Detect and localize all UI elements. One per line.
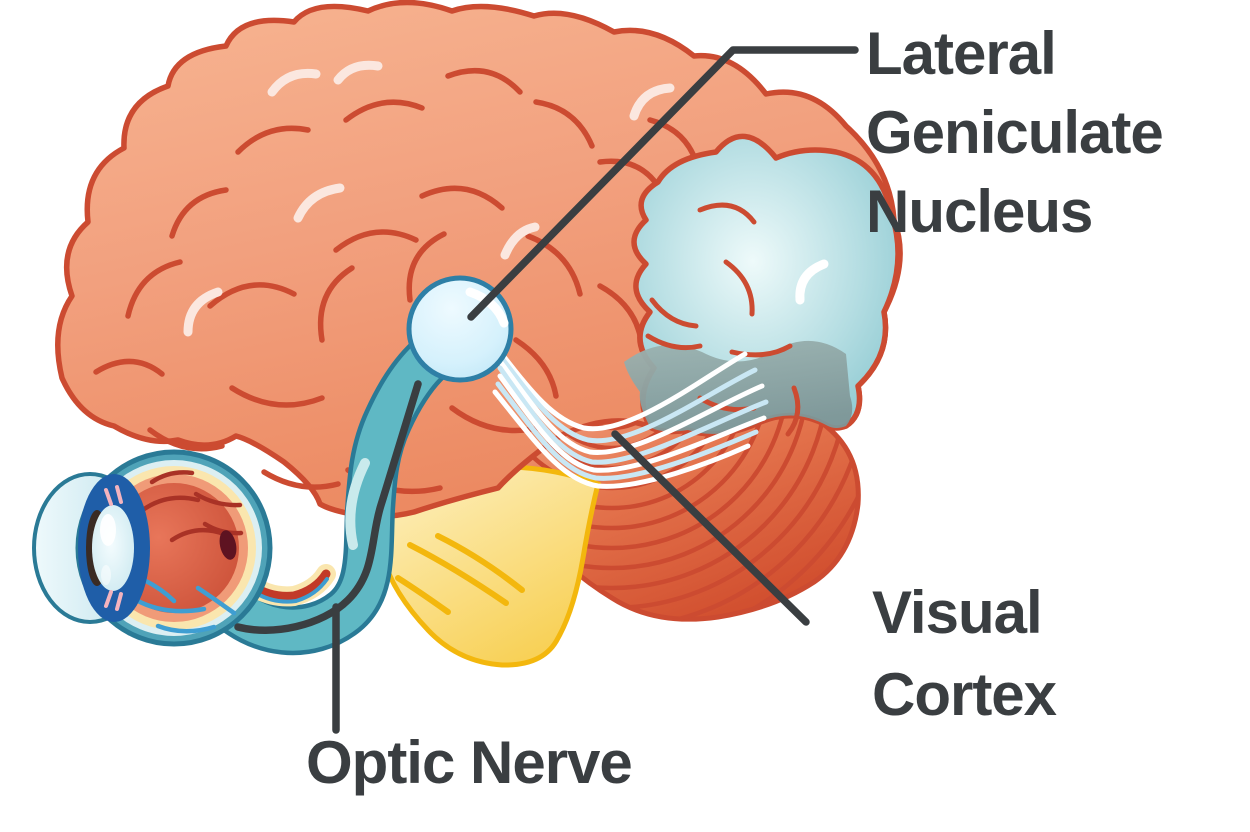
- optic-nerve-label-text: Optic Nerve: [306, 729, 633, 796]
- optic-nerve-highlight: [345, 458, 370, 550]
- zonule-fibers: [104, 485, 123, 611]
- lgn-label: Lateral Geniculate Nucleus: [866, 14, 1164, 251]
- optic-nerve-leader-curve: [234, 380, 422, 634]
- cerebrum-highlights: [183, 60, 675, 337]
- brainstem-lines: [395, 533, 525, 615]
- optic-radiation-fibers: [491, 341, 769, 489]
- lgn-highlight: [465, 287, 509, 328]
- visual-cortex-label: Visual Cortex: [872, 572, 1057, 736]
- visual-cortex-region: [624, 133, 901, 437]
- visual-cortex-highlight: [795, 259, 829, 305]
- eye-cross-section: [32, 449, 273, 647]
- lgn-label-line2: Geniculate: [866, 99, 1164, 166]
- leader-lines: [234, 46, 859, 734]
- visual-cortex-label-line2: Cortex: [872, 661, 1057, 728]
- lgn-leader-line: [467, 46, 859, 321]
- visual-cortex-label-line1: Visual: [872, 579, 1043, 646]
- visual-cortex-leader-line: [611, 430, 810, 626]
- optic-disc: [219, 530, 237, 560]
- lgn-label-line3: Nucleus: [866, 178, 1093, 245]
- cerebrum-gyri: [93, 67, 701, 495]
- cerebellum: [493, 398, 861, 622]
- retinal-veins: [133, 577, 237, 634]
- lgn-label-line1: Lateral: [866, 20, 1057, 87]
- optic-nerve-label: Optic Nerve: [306, 727, 633, 799]
